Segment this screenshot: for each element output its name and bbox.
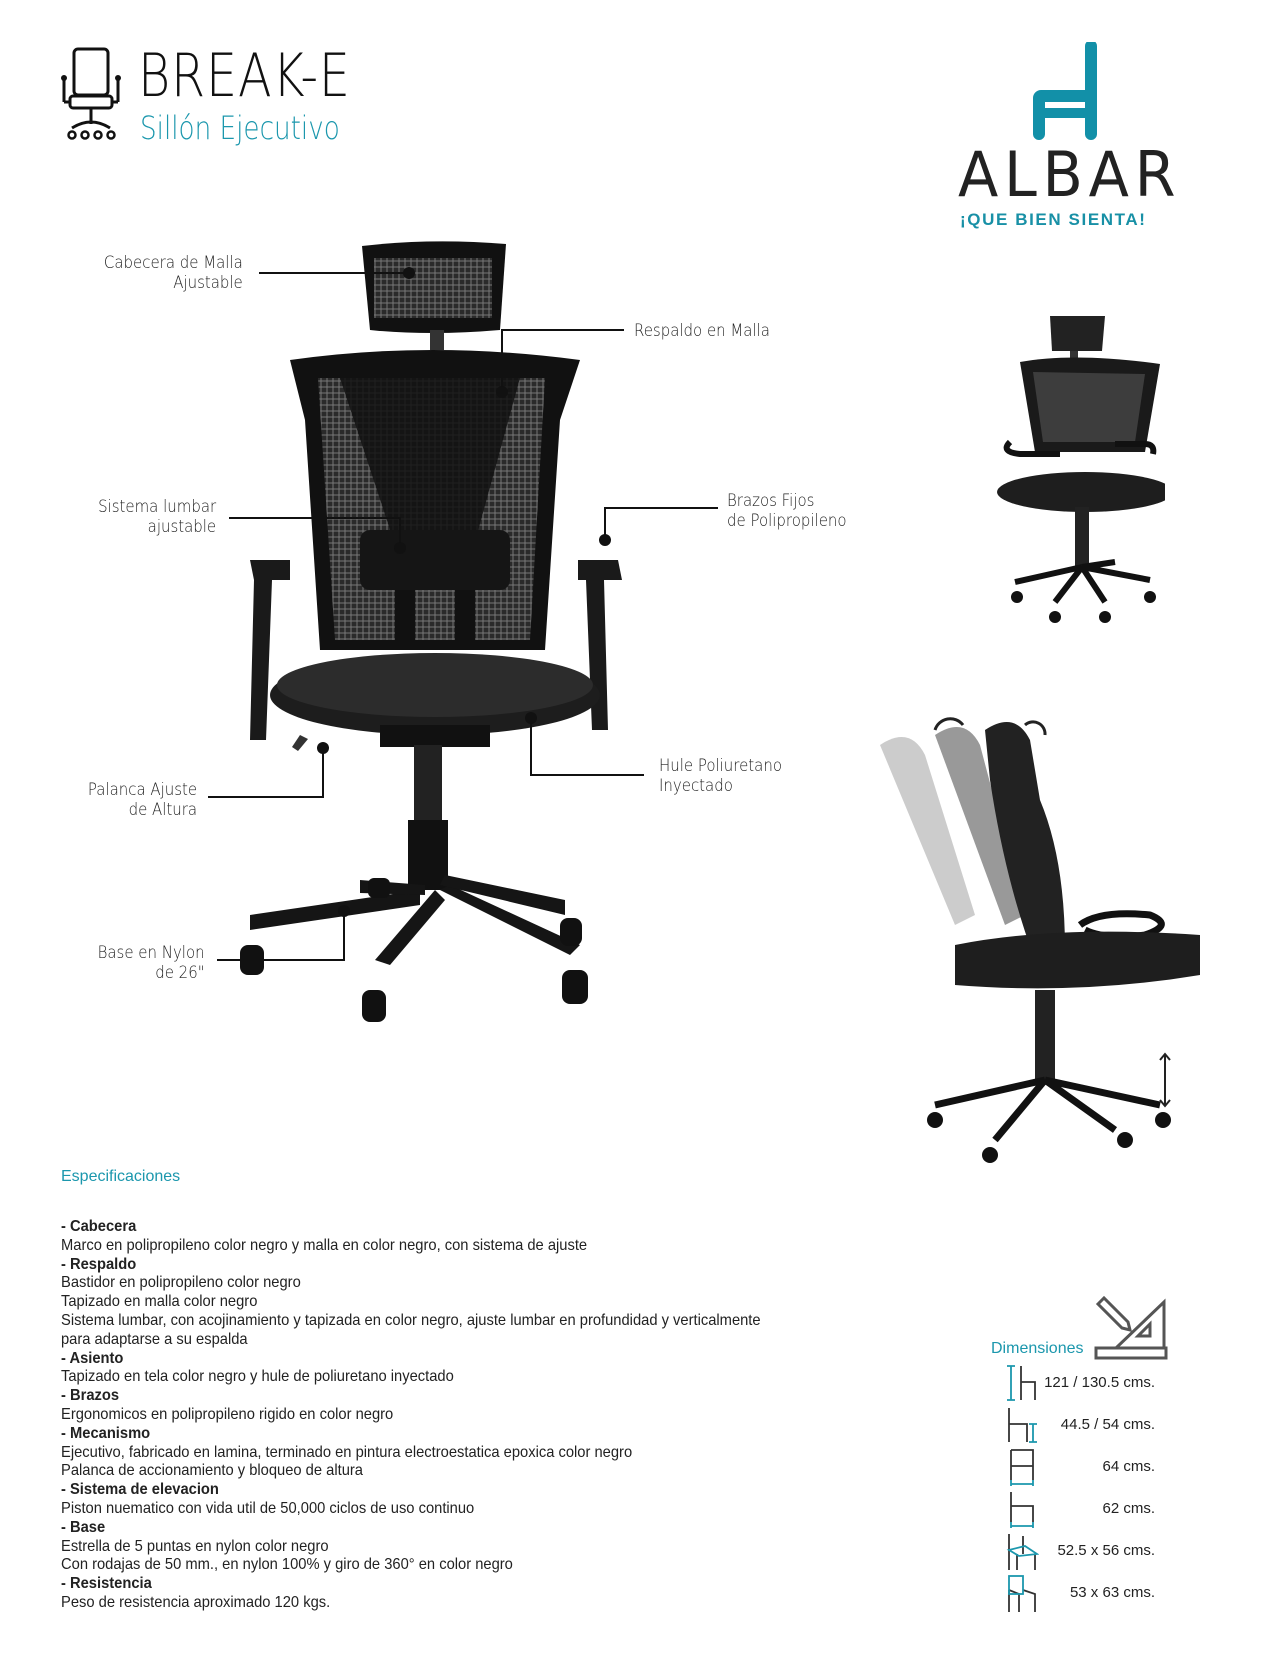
spec-line: Marco en polipropileno color negro y mal… [61,1236,588,1254]
spec-heading: - Mecanismo [61,1424,151,1442]
spec-line: Estrella de 5 puntas en nylon color negr… [61,1537,329,1555]
dimension-value: 121 / 130.5 cms. [1044,1374,1155,1391]
seat-width-icon [1010,1492,1034,1528]
spec-heading: - Respaldo [61,1255,137,1273]
spec-line: Peso de resistencia aproximado 120 kgs. [61,1593,331,1611]
seat-height-icon [1008,1408,1037,1443]
main-chair-image [240,241,622,1022]
spec-heading: - Base [61,1518,106,1536]
spec-line: Tapizado en malla color negro [61,1293,258,1311]
albar-logo-mark [1033,42,1097,140]
dimension-row: 64 cms. [1005,1448,1155,1488]
spec-line: Tapizado en tela color negro y hule de p… [61,1368,454,1386]
seat-depth-icon [1006,1534,1039,1570]
dimension-value: 53 x 63 cms. [1069,1584,1155,1601]
callout-backrest: Respaldo en Malla [634,321,770,341]
dimension-value: 44.5 / 54 cms. [1060,1416,1155,1433]
spec-line: Sistema lumbar, con acojinamiento y tapi… [61,1311,761,1329]
product-name: BREAK-E [138,41,351,111]
back-size-icon [1008,1575,1036,1612]
dimensions-title: Dimensiones [991,1340,1084,1357]
dimension-value: 52.5 x 56 cms. [1057,1542,1155,1559]
dimension-value: 62 cms. [1102,1500,1155,1517]
spec-heading: - Resistencia [61,1575,152,1593]
total-height-icon [1007,1365,1036,1401]
spec-line: Ergonomicos en polipropileno rigido en c… [61,1405,394,1423]
chair-recline-image [880,717,1200,1163]
chair-three-quarter-image [997,316,1165,623]
dimension-row: 53 x 63 cms. [1005,1574,1155,1614]
spec-heading: - Brazos [61,1387,120,1405]
brand-slogan: ¡QUE BIEN SIENTA! [960,210,1147,229]
product-type: Sillón Ejecutivo [140,109,340,147]
spec-line: Palanca de accionamiento y bloqueo de al… [61,1462,363,1480]
ruler-pencil-icon [1094,1296,1168,1360]
spec-line: Bastidor en polipropileno color negro [61,1274,301,1292]
callout-lines [208,267,718,961]
spec-line: Ejecutivo, fabricado en lamina, terminad… [61,1443,633,1461]
spec-heading: - Asiento [61,1349,124,1367]
total-width-icon [1010,1449,1034,1486]
specs-title: Especificaciones [61,1168,181,1185]
spec-line: Con rodajas de 50 mm., en nylon 100% y g… [61,1556,513,1574]
dimension-value: 64 cms. [1102,1458,1155,1475]
spec-line: para adaptarse a su espalda [61,1330,248,1348]
dimension-row: 52.5 x 56 cms. [1005,1532,1155,1572]
brand-name: ALBAR [958,138,1182,211]
dimension-row: 44.5 / 54 cms. [1005,1406,1155,1446]
dimension-row: 121 / 130.5 cms. [1005,1364,1155,1404]
spec-line: Piston nuematico con vida util de 50,000… [61,1499,475,1517]
spec-heading: - Cabecera [61,1218,137,1235]
dimension-row: 62 cms. [1005,1490,1155,1530]
office-chair-icon [61,47,121,140]
spec-heading: - Sistema de elevacion [61,1481,219,1499]
